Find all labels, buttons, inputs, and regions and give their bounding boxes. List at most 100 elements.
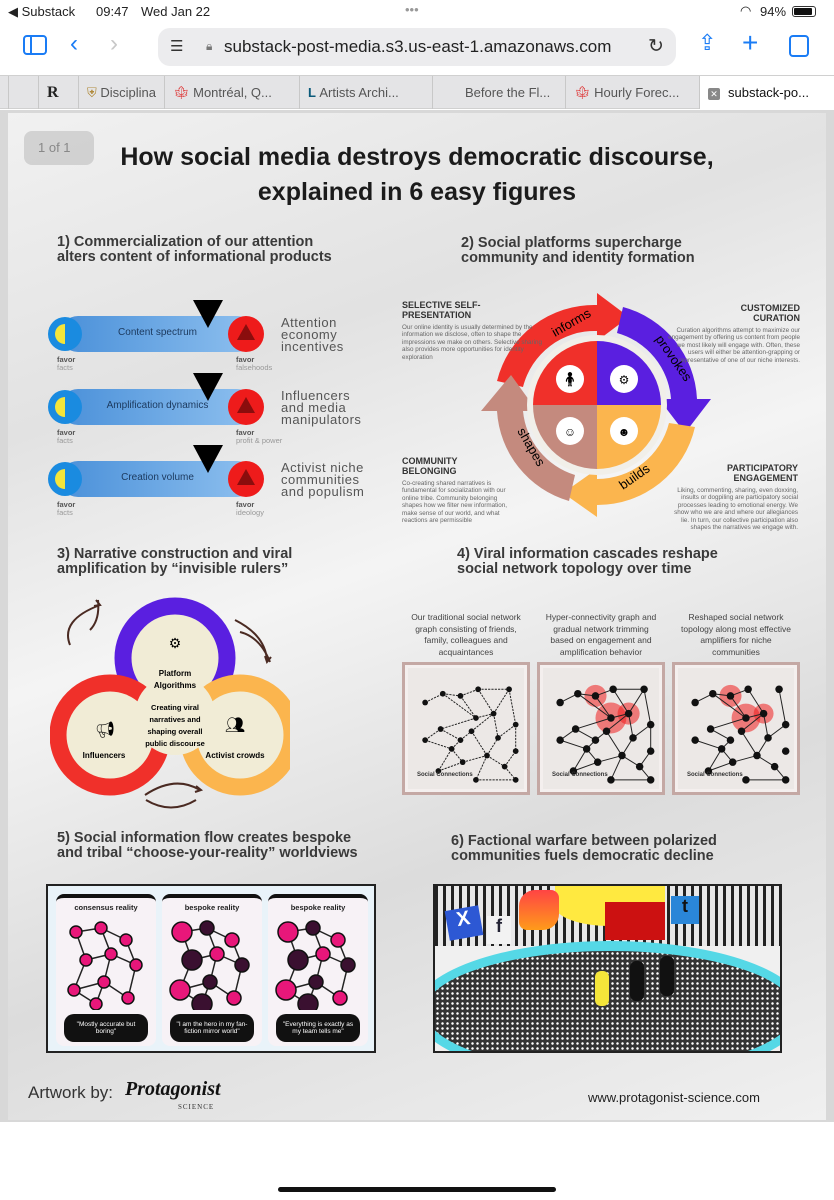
side-line: and media <box>281 400 347 415</box>
lock-icon: 🔒︎ <box>206 39 213 53</box>
tab-montreal[interactable]: 🍁︎ Montréal, Q... <box>164 76 299 109</box>
network-edge <box>442 693 477 719</box>
title-line: CUSTOMIZED <box>740 303 800 313</box>
caption-line: acquaintances <box>438 646 494 657</box>
tab-substack-active[interactable]: ✕substack-po... <box>699 76 834 109</box>
network-edge <box>559 739 587 750</box>
network-edge <box>741 730 758 756</box>
heading-line: 4) Viral information cascades reshape <box>457 546 718 562</box>
address-bar[interactable]: ☰ 🔒︎ substack-post-media.s3.us-east-1.am… <box>158 28 676 66</box>
network-node <box>726 736 735 744</box>
invisible-rulers-venn: ⚙︎ Platform Algorithms Creating viral na… <box>50 597 290 809</box>
reload-icon[interactable]: ↻ <box>648 36 664 57</box>
caption-line: family, colleagues and <box>424 635 508 645</box>
network-node <box>287 949 309 971</box>
url-text[interactable]: substack-post-media.s3.us-east-1.amazona… <box>224 37 612 56</box>
youtube-flag <box>605 902 665 940</box>
network-node <box>717 745 726 753</box>
network-edge <box>477 689 495 714</box>
network-edge <box>710 717 747 730</box>
tab-r[interactable]: R <box>38 76 78 109</box>
brain-facts-icon <box>48 462 82 496</box>
share-icon[interactable]: ⇪ <box>698 30 717 55</box>
network-node <box>506 686 512 693</box>
quadrant-description: Our online identity is usually determine… <box>402 324 542 361</box>
network-node <box>121 991 135 1005</box>
falsehood-eye-icon <box>228 389 264 425</box>
protagonist-logo-sub: SCIENCE <box>178 1103 215 1111</box>
sidebar-icon[interactable] <box>23 35 47 55</box>
new-tab-icon[interactable]: + <box>742 27 759 58</box>
close-tab-icon[interactable]: ✕ <box>708 88 720 100</box>
network-node <box>332 990 348 1006</box>
heading-line: alters content of informational products <box>57 249 332 265</box>
network-node <box>94 921 108 935</box>
heading-line: communities fuels democratic decline <box>451 848 714 864</box>
factional-warfare-illustration: X f t <box>433 884 782 1053</box>
reader-icon[interactable]: ☰ <box>170 38 184 55</box>
tab-disciplina[interactable]: ⛨ Disciplina <box>78 76 164 109</box>
svg-text:🧍︎: 🧍︎ <box>561 371 579 387</box>
network-node <box>691 736 699 744</box>
arrow-informs <box>497 293 629 387</box>
side-line: incentives <box>281 339 344 354</box>
network-node <box>753 751 761 760</box>
network-node <box>593 758 602 766</box>
favor-value: ideology <box>236 508 264 517</box>
network-node <box>556 736 564 744</box>
title-line: COMMUNITY <box>402 456 458 466</box>
title-line: BELONGING <box>402 466 457 476</box>
multitask-dots[interactable]: ••• <box>405 2 419 17</box>
side-line: manipulators <box>281 412 362 427</box>
phone-title: consensus reality <box>74 903 138 912</box>
x-flag: X <box>444 905 484 941</box>
battery-percent: 94% <box>760 4 787 19</box>
network-edge <box>606 713 629 732</box>
tab-pinned-blank[interactable] <box>8 76 38 109</box>
caption-line: graph consisting of friends, <box>415 623 517 634</box>
network-node <box>234 957 250 973</box>
favor-value: profit & power <box>236 436 283 445</box>
tab-artists-archive[interactable]: L Artists Archi... <box>299 76 432 109</box>
network-graph <box>422 686 519 783</box>
fighter <box>630 961 644 1001</box>
network-edge <box>475 713 494 719</box>
network-node <box>781 776 790 784</box>
network-edge <box>778 689 787 725</box>
favor-word: favor <box>236 355 255 364</box>
maple-leaf-icon: 🍁︎ <box>173 85 194 100</box>
home-indicator[interactable] <box>278 1187 556 1192</box>
tabs-overview-icon[interactable] <box>789 35 809 57</box>
favor-word: favor <box>236 500 255 509</box>
tab-before-the-fl[interactable]: Before the Fl... <box>432 76 565 109</box>
back-button[interactable]: ‹ <box>70 30 78 57</box>
network-edge <box>504 766 517 781</box>
phone-title: bespoke reality <box>290 903 346 912</box>
crest-favicon: ⛨ <box>87 85 101 100</box>
network-edge <box>440 717 477 730</box>
caption-line: based on engagement and <box>550 635 652 645</box>
network-node <box>67 983 81 997</box>
forward-button[interactable]: › <box>110 30 118 57</box>
network-edge <box>572 748 588 772</box>
back-to-app-link[interactable]: ◀ Substack <box>8 4 76 19</box>
cycle-arrow-icon <box>144 782 204 809</box>
center-text: narratives and <box>149 715 201 724</box>
side-line: Attention <box>281 315 337 330</box>
network-edge <box>508 689 517 725</box>
title-line: ENGAGEMENT <box>733 473 798 483</box>
phone-quote: "Everything is exactly as my team tells … <box>276 1014 360 1042</box>
network-node <box>607 714 615 722</box>
network-node <box>169 979 191 1001</box>
network-node <box>759 709 768 718</box>
network-node <box>571 725 580 733</box>
tab-hourly-forecast[interactable]: 🍁︎ Hourly Forec... <box>565 76 699 109</box>
network-node <box>709 689 717 698</box>
poster-title: How social media destroys democratic dis… <box>8 140 826 210</box>
network-node <box>618 751 626 760</box>
network-edge <box>493 689 510 714</box>
